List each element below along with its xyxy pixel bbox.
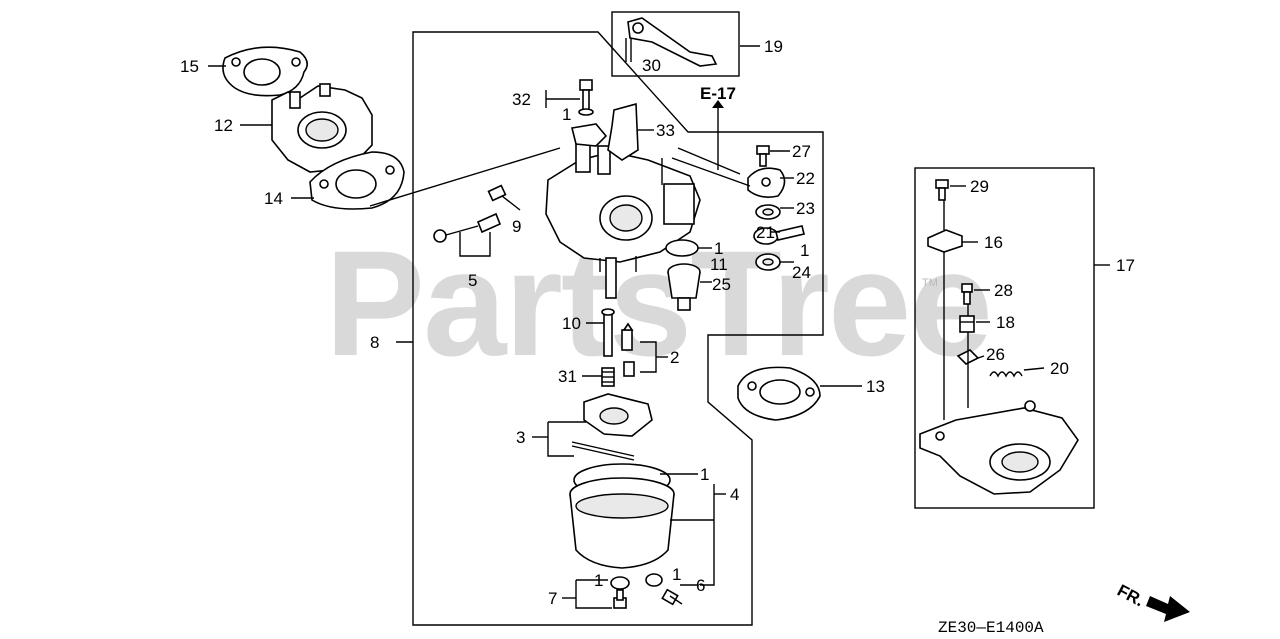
label-15: 15 bbox=[180, 57, 199, 76]
part-25-valve-seat bbox=[667, 263, 701, 311]
part-19-link-rod bbox=[627, 17, 718, 67]
part-16-plate bbox=[927, 229, 963, 253]
carburetor-group-outline bbox=[412, 31, 824, 626]
label-3: 3 bbox=[516, 428, 525, 447]
label-1-11: 1 bbox=[714, 239, 723, 258]
reference-arrow-head bbox=[712, 100, 724, 108]
part-2-screw-set bbox=[621, 322, 635, 377]
part-6-drain-screw bbox=[645, 573, 683, 606]
part-labels: 15 12 14 8 19 30 32 1 33 9 5 27 22 23 21… bbox=[180, 37, 1135, 608]
part-14-gasket bbox=[309, 151, 405, 210]
part-29-screw bbox=[935, 179, 949, 201]
label-1-4: 1 bbox=[700, 465, 709, 484]
part-9-screw bbox=[487, 184, 521, 211]
label-24: 24 bbox=[792, 263, 811, 282]
label-11: 11 bbox=[710, 255, 728, 274]
label-8: 8 bbox=[370, 333, 379, 352]
reference-e17: E-17 bbox=[700, 84, 736, 103]
label-10: 10 bbox=[562, 314, 581, 333]
label-6: 6 bbox=[696, 576, 705, 595]
label-21: 21 bbox=[756, 223, 775, 242]
label-4: 4 bbox=[730, 485, 739, 504]
choke-leader-2 bbox=[677, 147, 741, 175]
diagram-code: ZE30—E1400A bbox=[938, 619, 1044, 637]
label-33: 33 bbox=[656, 121, 675, 140]
governor-box bbox=[914, 167, 1095, 509]
label-1-24: 1 bbox=[800, 241, 809, 260]
label-13: 13 bbox=[866, 377, 885, 396]
label-19: 19 bbox=[764, 37, 783, 56]
watermark-trademark: TM bbox=[922, 277, 938, 289]
label-28: 28 bbox=[994, 281, 1013, 300]
label-30: 30 bbox=[642, 56, 661, 75]
part-7-bolt bbox=[610, 576, 630, 609]
bracket-5 bbox=[459, 232, 491, 257]
bracket-7 bbox=[575, 580, 612, 609]
label-1-6: 1 bbox=[672, 565, 681, 584]
label-18: 18 bbox=[996, 313, 1015, 332]
part-28-screw bbox=[961, 283, 973, 305]
label-25: 25 bbox=[712, 275, 731, 294]
part-5-pilot-screw bbox=[433, 212, 502, 243]
part-11-o-ring bbox=[665, 239, 699, 257]
part-27-screw bbox=[756, 145, 770, 167]
part-3-float bbox=[571, 393, 653, 461]
label-29: 29 bbox=[970, 177, 989, 196]
governor-lever-bracket bbox=[919, 200, 1079, 495]
label-1-7: 1 bbox=[594, 571, 603, 590]
label-32: 32 bbox=[512, 90, 531, 109]
part-12-insulator bbox=[271, 83, 373, 173]
label-26: 26 bbox=[986, 345, 1005, 364]
label-17: 17 bbox=[1116, 256, 1135, 275]
label-20: 20 bbox=[1050, 359, 1069, 378]
label-16: 16 bbox=[984, 233, 1003, 252]
part-23-seal bbox=[755, 204, 781, 220]
carb-to-insulator-line bbox=[369, 147, 561, 207]
part-31-spring bbox=[601, 367, 615, 387]
part-18-nut bbox=[959, 315, 975, 333]
part-24-packing bbox=[755, 253, 781, 271]
front-arrow-icon bbox=[1146, 596, 1190, 622]
part-15-gasket bbox=[222, 46, 308, 97]
bracket-4 bbox=[700, 484, 715, 586]
part-10-main-jet bbox=[601, 308, 615, 357]
carburetor-body bbox=[545, 123, 701, 299]
label-12: 12 bbox=[214, 116, 233, 135]
label-2: 2 bbox=[670, 348, 679, 367]
front-label: FR. bbox=[1114, 581, 1147, 611]
part-32-screw bbox=[578, 79, 594, 116]
label-9: 9 bbox=[512, 217, 521, 236]
part-33-bracket bbox=[607, 102, 639, 161]
choke-leader bbox=[671, 157, 751, 187]
label-14: 14 bbox=[264, 189, 283, 208]
front-direction-indicator: FR. bbox=[1114, 581, 1190, 622]
part-13-gasket bbox=[737, 366, 821, 421]
part-20-spring bbox=[989, 371, 1023, 378]
label-31: 31 bbox=[558, 367, 577, 386]
label-5: 5 bbox=[468, 271, 477, 290]
label-27: 27 bbox=[792, 142, 811, 161]
bracket-3 bbox=[547, 422, 574, 457]
part-4-float-chamber bbox=[569, 463, 675, 569]
label-1-32: 1 bbox=[562, 105, 571, 124]
label-23: 23 bbox=[796, 199, 815, 218]
label-7: 7 bbox=[548, 589, 557, 608]
leader-lines bbox=[208, 45, 1110, 599]
label-22: 22 bbox=[796, 169, 815, 188]
link-rod-box bbox=[611, 11, 740, 77]
part-22-plate bbox=[747, 167, 786, 198]
